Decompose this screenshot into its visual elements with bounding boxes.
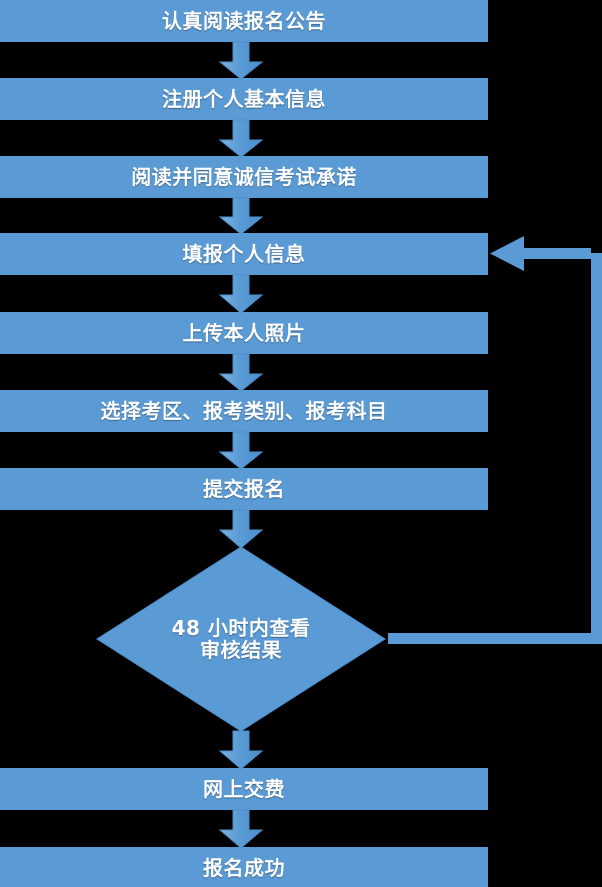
arrow-down-2	[218, 119, 264, 158]
arrow-down-8	[218, 730, 264, 770]
node-box-upload-photo[interactable]	[0, 312, 488, 354]
node-box-agree-integrity-pledge[interactable]	[0, 156, 488, 198]
node-box-online-payment[interactable]	[0, 768, 488, 810]
arrow-down-4	[218, 274, 264, 314]
node-box-registration-success[interactable]	[0, 847, 488, 887]
node-box-fill-personal-info[interactable]	[0, 233, 488, 275]
node-box-register-basic-info[interactable]	[0, 78, 488, 120]
node-box-select-exam-options[interactable]	[0, 390, 488, 432]
arrow-feedback-loop	[388, 236, 602, 644]
arrow-down-9	[218, 809, 264, 849]
node-diamond-review-result[interactable]	[96, 546, 386, 732]
arrow-down-7	[218, 509, 264, 549]
node-box-read-announcement[interactable]	[0, 0, 488, 42]
arrow-down-6	[218, 431, 264, 470]
arrow-down-3	[218, 197, 264, 235]
node-box-submit-application[interactable]	[0, 468, 488, 510]
arrow-down-5	[218, 353, 264, 392]
arrow-down-1	[218, 41, 264, 80]
